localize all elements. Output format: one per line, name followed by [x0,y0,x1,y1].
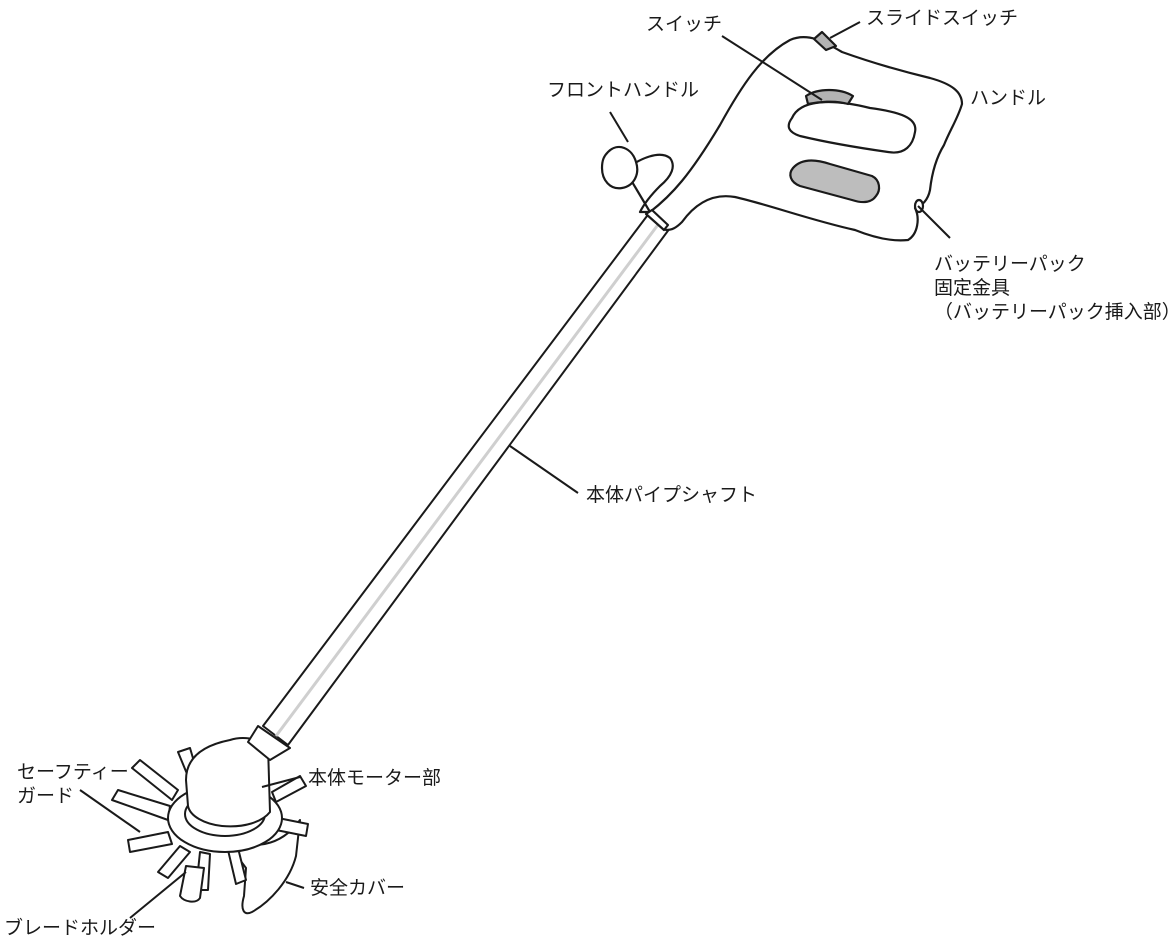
label-switch: スイッチ [646,13,723,35]
handle-body [600,30,964,242]
label-safety-cover: 安全カバー [310,877,406,899]
label-blade-holder: ブレードホルダー [4,917,157,939]
motor-head [111,725,309,915]
leader-safety-cover [285,881,305,889]
leader-motor-unit [261,776,301,788]
leader-switch [721,35,823,101]
label-handle: ハンドル [970,87,1047,109]
label-slide-switch: スライドスイッチ [866,7,1019,29]
label-motor-unit: 本体モーター部 [308,767,442,789]
label-safety-guard: セーフティー ガード [17,761,129,807]
leader-pipe-shaft [509,445,579,494]
leader-front-handle [609,111,629,143]
label-battery-lock: バッテリーパック 固定金具 （バッテリーパック挿入部） [934,253,1173,323]
leader-lines [79,21,951,919]
leader-battery-lock [917,205,951,239]
label-pipe-shaft: 本体パイプシャフト [586,484,758,506]
label-front-handle: フロントハンドル [547,79,700,101]
pipe-shaft [262,211,671,746]
leader-blade-holder [129,871,187,919]
leader-safety-guard [79,789,141,833]
leader-slide-switch [829,21,861,39]
